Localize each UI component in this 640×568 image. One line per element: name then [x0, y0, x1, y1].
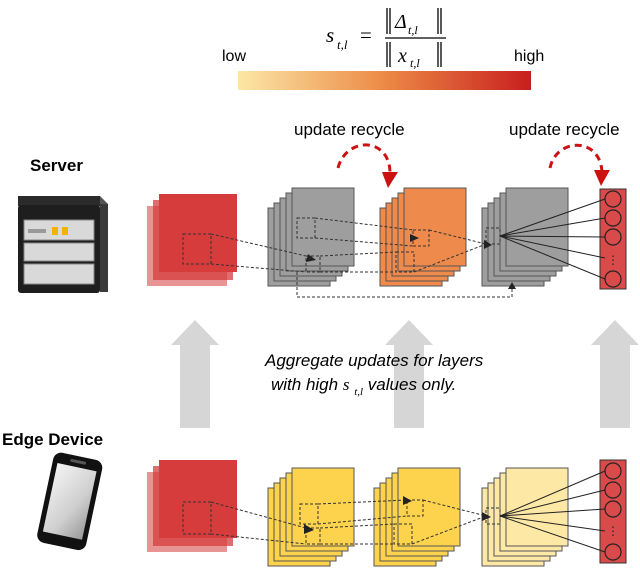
formula-numerator-sub: t,l [408, 23, 418, 37]
edge-layer-3 [373, 467, 461, 567]
colorbar-high-label: high [514, 48, 544, 65]
formula-numerator: Δ [394, 11, 407, 33]
edge-layer-4 [481, 467, 569, 567]
edge-output-layer: ⋮ [599, 459, 627, 564]
server-icon [18, 196, 108, 293]
colorbar-gradient [238, 71, 531, 90]
formula: s t,l = Δ t,l x t,l [326, 8, 446, 70]
aggregate-note-line2: with high s t,l values only. [271, 375, 456, 399]
upward-arrows [171, 320, 639, 428]
aggregate-note: Aggregate updates for layers with high s… [264, 351, 484, 399]
server-label: Server [30, 156, 83, 175]
up-arrow-2 [385, 320, 433, 428]
svg-text:⋮: ⋮ [607, 524, 619, 538]
edge-network: ⋮ [147, 459, 627, 567]
edge-layer-2 [267, 467, 355, 567]
formula-denominator-sub: t,l [410, 56, 420, 70]
server-layer-3 [379, 187, 467, 287]
update-recycle-label-1: update recycle [294, 120, 405, 139]
aggregate-note-suffix: values only. [368, 375, 457, 394]
recycle-arrow-2 [548, 143, 610, 186]
aggregate-note-symbol: s [343, 375, 350, 394]
up-arrow-3 [591, 320, 639, 428]
colorbar: low high [222, 48, 544, 90]
server-layer-4 [481, 187, 569, 287]
up-arrow-1 [171, 320, 219, 428]
formula-denominator: x [397, 45, 407, 67]
update-recycle-label-2: update recycle [509, 120, 620, 139]
server-network: ⋮ [147, 187, 627, 298]
formula-lhs: s [326, 23, 334, 47]
edge-device-label: Edge Device [2, 430, 103, 449]
formula-lhs-sub: t,l [337, 37, 348, 52]
recycle-arrow-1 [336, 143, 398, 188]
edge-layer-1 [147, 460, 237, 552]
aggregate-note-line1: Aggregate updates for layers [264, 351, 484, 370]
server-output-layer: ⋮ [599, 188, 627, 290]
colorbar-low-label: low [222, 48, 246, 65]
svg-text:⋮: ⋮ [607, 253, 619, 267]
server-layer-2 [267, 187, 355, 287]
formula-equals: = [360, 23, 372, 47]
server-layer-1 [147, 194, 237, 286]
phone-icon [37, 452, 103, 551]
aggregate-note-symbol-sub: t,l [354, 386, 363, 398]
aggregate-note-prefix: with high [271, 375, 343, 394]
